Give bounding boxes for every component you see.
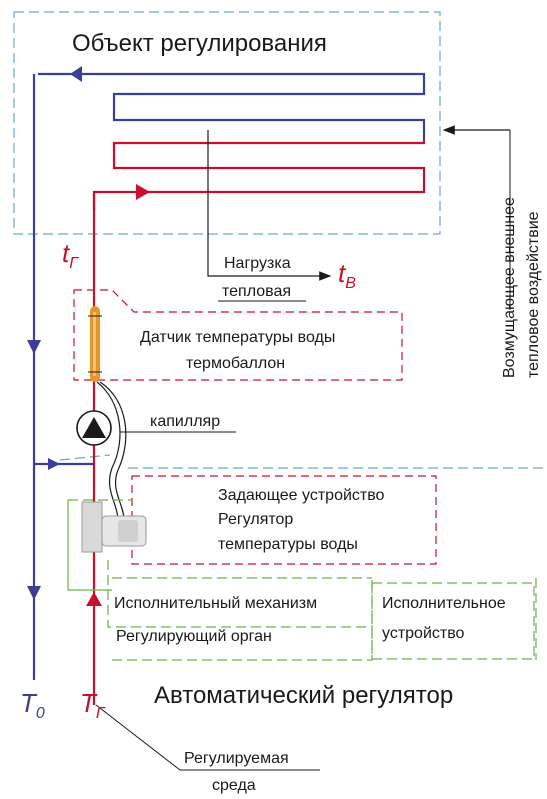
valve-knob bbox=[118, 520, 138, 542]
capillary-tube-2 bbox=[96, 381, 121, 521]
exec-device-line2: устройство bbox=[382, 625, 465, 642]
setpoint-line2: Регулятор bbox=[218, 511, 293, 528]
T-supply-symbol: TГ bbox=[80, 688, 106, 722]
actuator-boundary bbox=[67, 500, 112, 591]
organ-boundary bbox=[107, 560, 370, 628]
supply-up-arrow bbox=[86, 592, 102, 606]
regulator-boundary bbox=[59, 454, 545, 469]
green-main-boundary bbox=[68, 499, 537, 660]
T-return-symbol: T0 bbox=[20, 688, 45, 722]
load-line1: Нагрузка bbox=[224, 255, 291, 272]
supply-coil bbox=[92, 140, 426, 210]
exec-device-boundary bbox=[371, 582, 535, 660]
medium-line1: Регулируемая bbox=[184, 750, 289, 767]
medium-leader bbox=[95, 704, 320, 771]
exec-device-line1: Исполнительное bbox=[382, 595, 506, 612]
medium-line2: среда bbox=[212, 777, 256, 794]
object-title: Объект регулирования bbox=[72, 30, 327, 57]
load-line2: тепловая bbox=[222, 283, 291, 300]
disturbance-line1: Возмущающее внешнее bbox=[501, 197, 518, 378]
sensor-line1: Датчик температуры воды bbox=[140, 329, 335, 346]
sensor-line2: термобаллон bbox=[186, 355, 285, 372]
heat-load-line bbox=[207, 130, 332, 281]
return-flow-arrow bbox=[70, 66, 82, 82]
supply-flow-arrow bbox=[136, 184, 150, 200]
setpoint-line1: Задающее устройство bbox=[218, 487, 385, 504]
return-down-arrow-1 bbox=[27, 340, 41, 354]
control-organ-label: Регулирующий орган bbox=[116, 628, 272, 645]
exec-outer-boundary bbox=[112, 577, 373, 661]
t-in-symbol: tВ bbox=[338, 258, 356, 292]
return-down-arrow-2 bbox=[27, 586, 41, 600]
capillary-tube bbox=[99, 381, 127, 521]
bypass-flow-arrow bbox=[48, 458, 60, 470]
return-coil bbox=[38, 72, 426, 140]
thermal-bulb-highlight bbox=[93, 312, 96, 376]
object-boundary bbox=[13, 11, 441, 235]
actuator-label: Исполнительный механизм bbox=[114, 595, 317, 612]
disturbance-line2: тепловое воздействие bbox=[525, 211, 542, 378]
sensor-boundary bbox=[73, 289, 403, 381]
capillary-label: капилляр bbox=[150, 413, 220, 430]
t-hot-symbol: tГ bbox=[62, 238, 79, 272]
valve-body bbox=[81, 501, 103, 553]
regulator-title: Автоматический регулятор bbox=[154, 682, 453, 709]
pump-triangle bbox=[82, 417, 106, 438]
disturbance-label: Возмущающее внешнее тепловое воздействие bbox=[501, 197, 542, 378]
setpoint-line3: температуры воды bbox=[218, 536, 358, 553]
